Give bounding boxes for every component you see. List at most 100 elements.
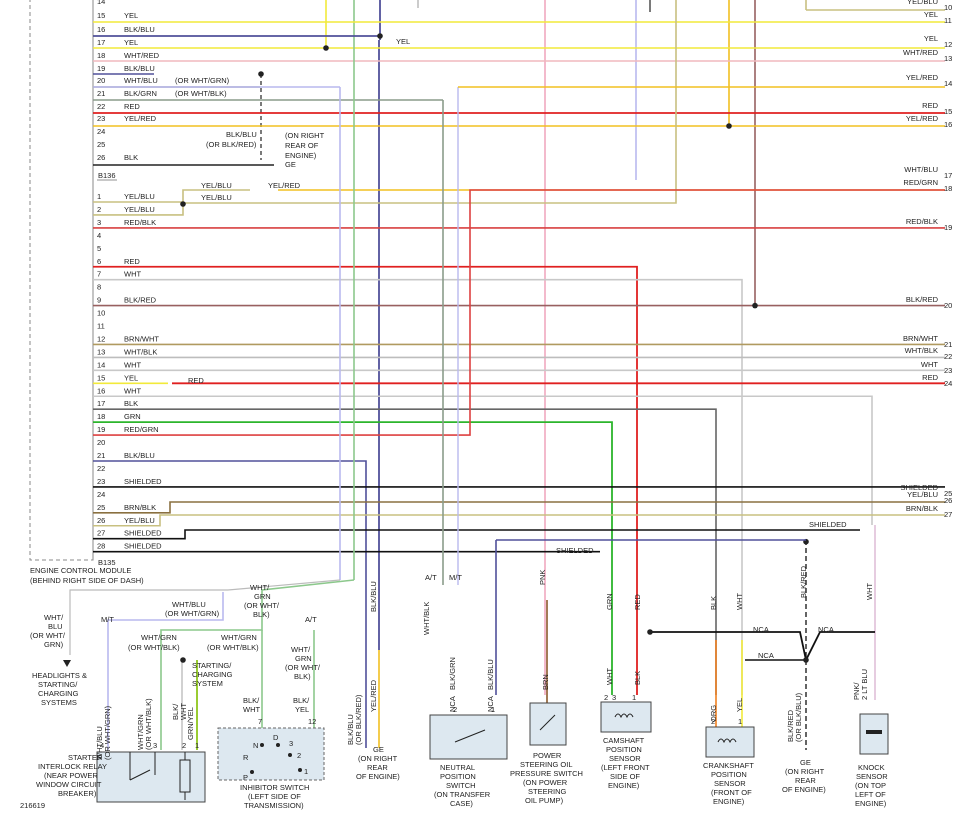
yel-v: YEL xyxy=(735,698,744,712)
whtgrn-c: WHT/GRN xyxy=(141,633,177,642)
np-1: NEUTRAL xyxy=(440,763,475,772)
top-pin-17: 17 xyxy=(97,38,105,47)
inh-by-1: BLK/ xyxy=(293,696,310,705)
mid-pin-20: 20 xyxy=(97,438,105,447)
mid-wire-label-1: YEL/BLU xyxy=(124,192,155,201)
inh-d: D xyxy=(273,733,279,742)
top-pin-26: 26 xyxy=(97,153,105,162)
or-whtgrn-b-label: (OR WHT/GRN) xyxy=(165,609,220,618)
cam-wht-v: WHT xyxy=(605,668,614,685)
hl-text-5: HEADLIGHTS & xyxy=(32,671,87,680)
wg-2: GRN xyxy=(254,592,271,601)
inhibitor-switch xyxy=(217,727,325,781)
engine-control-module xyxy=(29,0,94,561)
neutral-mt: M/T xyxy=(449,573,462,582)
wire-mid27 xyxy=(93,529,860,540)
mid-pin-14: 14 xyxy=(97,360,105,369)
mid-pin-7: 7 xyxy=(97,270,101,279)
camshaft-position-sensor xyxy=(600,701,652,733)
right-num-18: 18 xyxy=(944,184,952,193)
at-wg-3: (OR WHT/ xyxy=(285,663,321,672)
pin-number-11: 2 xyxy=(453,705,457,714)
headlights-dashed xyxy=(69,579,341,655)
mid-pin-2: 2 xyxy=(97,205,101,214)
or-blkred-v: (OR BLK/RED) xyxy=(354,694,363,745)
right-label-15: RED xyxy=(922,101,938,110)
wire-mid26 xyxy=(93,514,945,527)
np-4: (ON TRANSFER xyxy=(434,790,491,799)
blk-v: BLK xyxy=(709,596,718,610)
yelred-v: YEL/RED xyxy=(369,679,378,712)
right-num-12: 12 xyxy=(944,40,952,49)
top-pin-14: 14 xyxy=(97,0,105,6)
sc-2: CHARGING xyxy=(192,670,233,679)
wire-mid21 xyxy=(93,460,367,748)
inh-r: R xyxy=(243,753,249,762)
or-blkblu-v: (OR BLK/BLU) xyxy=(794,692,803,742)
mid-wire-label-27: SHIELDED xyxy=(124,529,162,538)
inh-p: P xyxy=(243,773,248,782)
top-pin-19: 19 xyxy=(97,64,105,73)
shielded-label-1: SHIELDED xyxy=(809,520,847,529)
wire-mid18 xyxy=(93,421,613,695)
right-label-24: RED xyxy=(922,373,938,382)
cam-2: POSITION xyxy=(606,745,642,754)
right-label-12: YEL xyxy=(924,34,938,43)
wire-mid25 xyxy=(93,501,945,514)
blkblu-v: BLK/BLU xyxy=(369,581,378,612)
pin-number-9: 2 xyxy=(711,717,715,726)
top-pin-18: 18 xyxy=(97,51,105,60)
right-label-18: RED/GRN xyxy=(903,178,938,187)
at-wg-1: WHT/ xyxy=(291,645,311,654)
nca-2: NCA xyxy=(818,625,834,634)
top-wire-label-17: YEL xyxy=(124,38,138,47)
relay-blkwht1-v: BLK/ xyxy=(171,703,180,720)
shielded-label-2: SHIELDED xyxy=(556,546,594,555)
connector-b136-label: B136 xyxy=(98,171,116,180)
right-label-27: BRN/BLK xyxy=(906,504,938,513)
right-num-20: 20 xyxy=(944,301,952,310)
ks-3: (ON TOP xyxy=(855,781,886,790)
whtgrn-c2: WHT/GRN xyxy=(221,633,257,642)
right-num-14: 14 xyxy=(944,79,952,88)
splice-mid1 xyxy=(180,201,186,207)
mid-wire-label-23: SHIELDED xyxy=(124,477,162,486)
right-num-10: 10 xyxy=(944,3,952,12)
top-wire-label-22: RED xyxy=(124,102,140,111)
pin-number-6: 2 xyxy=(604,693,608,702)
mid-pin-12: 12 xyxy=(97,334,105,343)
crank-5: ENGINE) xyxy=(713,797,745,806)
pin-number-0: 4 xyxy=(100,741,104,750)
yelblu-b-label: YEL/BLU xyxy=(201,181,232,190)
mid-pin-13: 13 xyxy=(97,347,105,356)
right-num-26: 26 xyxy=(944,496,952,505)
ks-4: LEFT OF xyxy=(855,790,886,799)
at-label: A/T xyxy=(305,615,317,624)
inh-bw-1: BLK/ xyxy=(243,696,260,705)
right-label-19: RED/BLK xyxy=(906,217,938,226)
ge1-3: REAR xyxy=(367,763,388,772)
crank-2: POSITION xyxy=(711,770,747,779)
mid-wire-label-2: YEL/BLU xyxy=(124,205,155,214)
arrow-down-icon xyxy=(63,660,71,667)
top-wire-label-20: WHT/BLU xyxy=(124,76,158,85)
ground1-loc2: REAR OF xyxy=(285,141,319,150)
yelred-b-label: YEL/RED xyxy=(268,181,301,190)
mid-wire-label-14: WHT xyxy=(124,360,141,369)
cam-5: SIDE OF xyxy=(610,772,640,781)
pin-number-8: 3 xyxy=(612,693,616,702)
pin-number-7: 1 xyxy=(632,693,636,702)
nca-3: NCA xyxy=(758,651,774,660)
ge2-4: OF ENGINE) xyxy=(782,785,826,794)
ge1-4: OF ENGINE) xyxy=(356,772,400,781)
mid-pin-8: 8 xyxy=(97,283,101,292)
neutral-switch-contact xyxy=(454,729,486,743)
right-label-21: BRN/WHT xyxy=(903,334,938,343)
top-wire-label-18: WHT/RED xyxy=(124,51,160,60)
ground-or-blkred-label: (OR BLK/RED) xyxy=(206,140,257,149)
splice-nca xyxy=(647,629,653,635)
ge1-1: GE xyxy=(373,745,384,754)
ps-switch-contact xyxy=(539,714,556,731)
blkred-or-v: BLK/RED xyxy=(786,709,795,742)
mid-pin-11: 11 xyxy=(97,322,105,331)
